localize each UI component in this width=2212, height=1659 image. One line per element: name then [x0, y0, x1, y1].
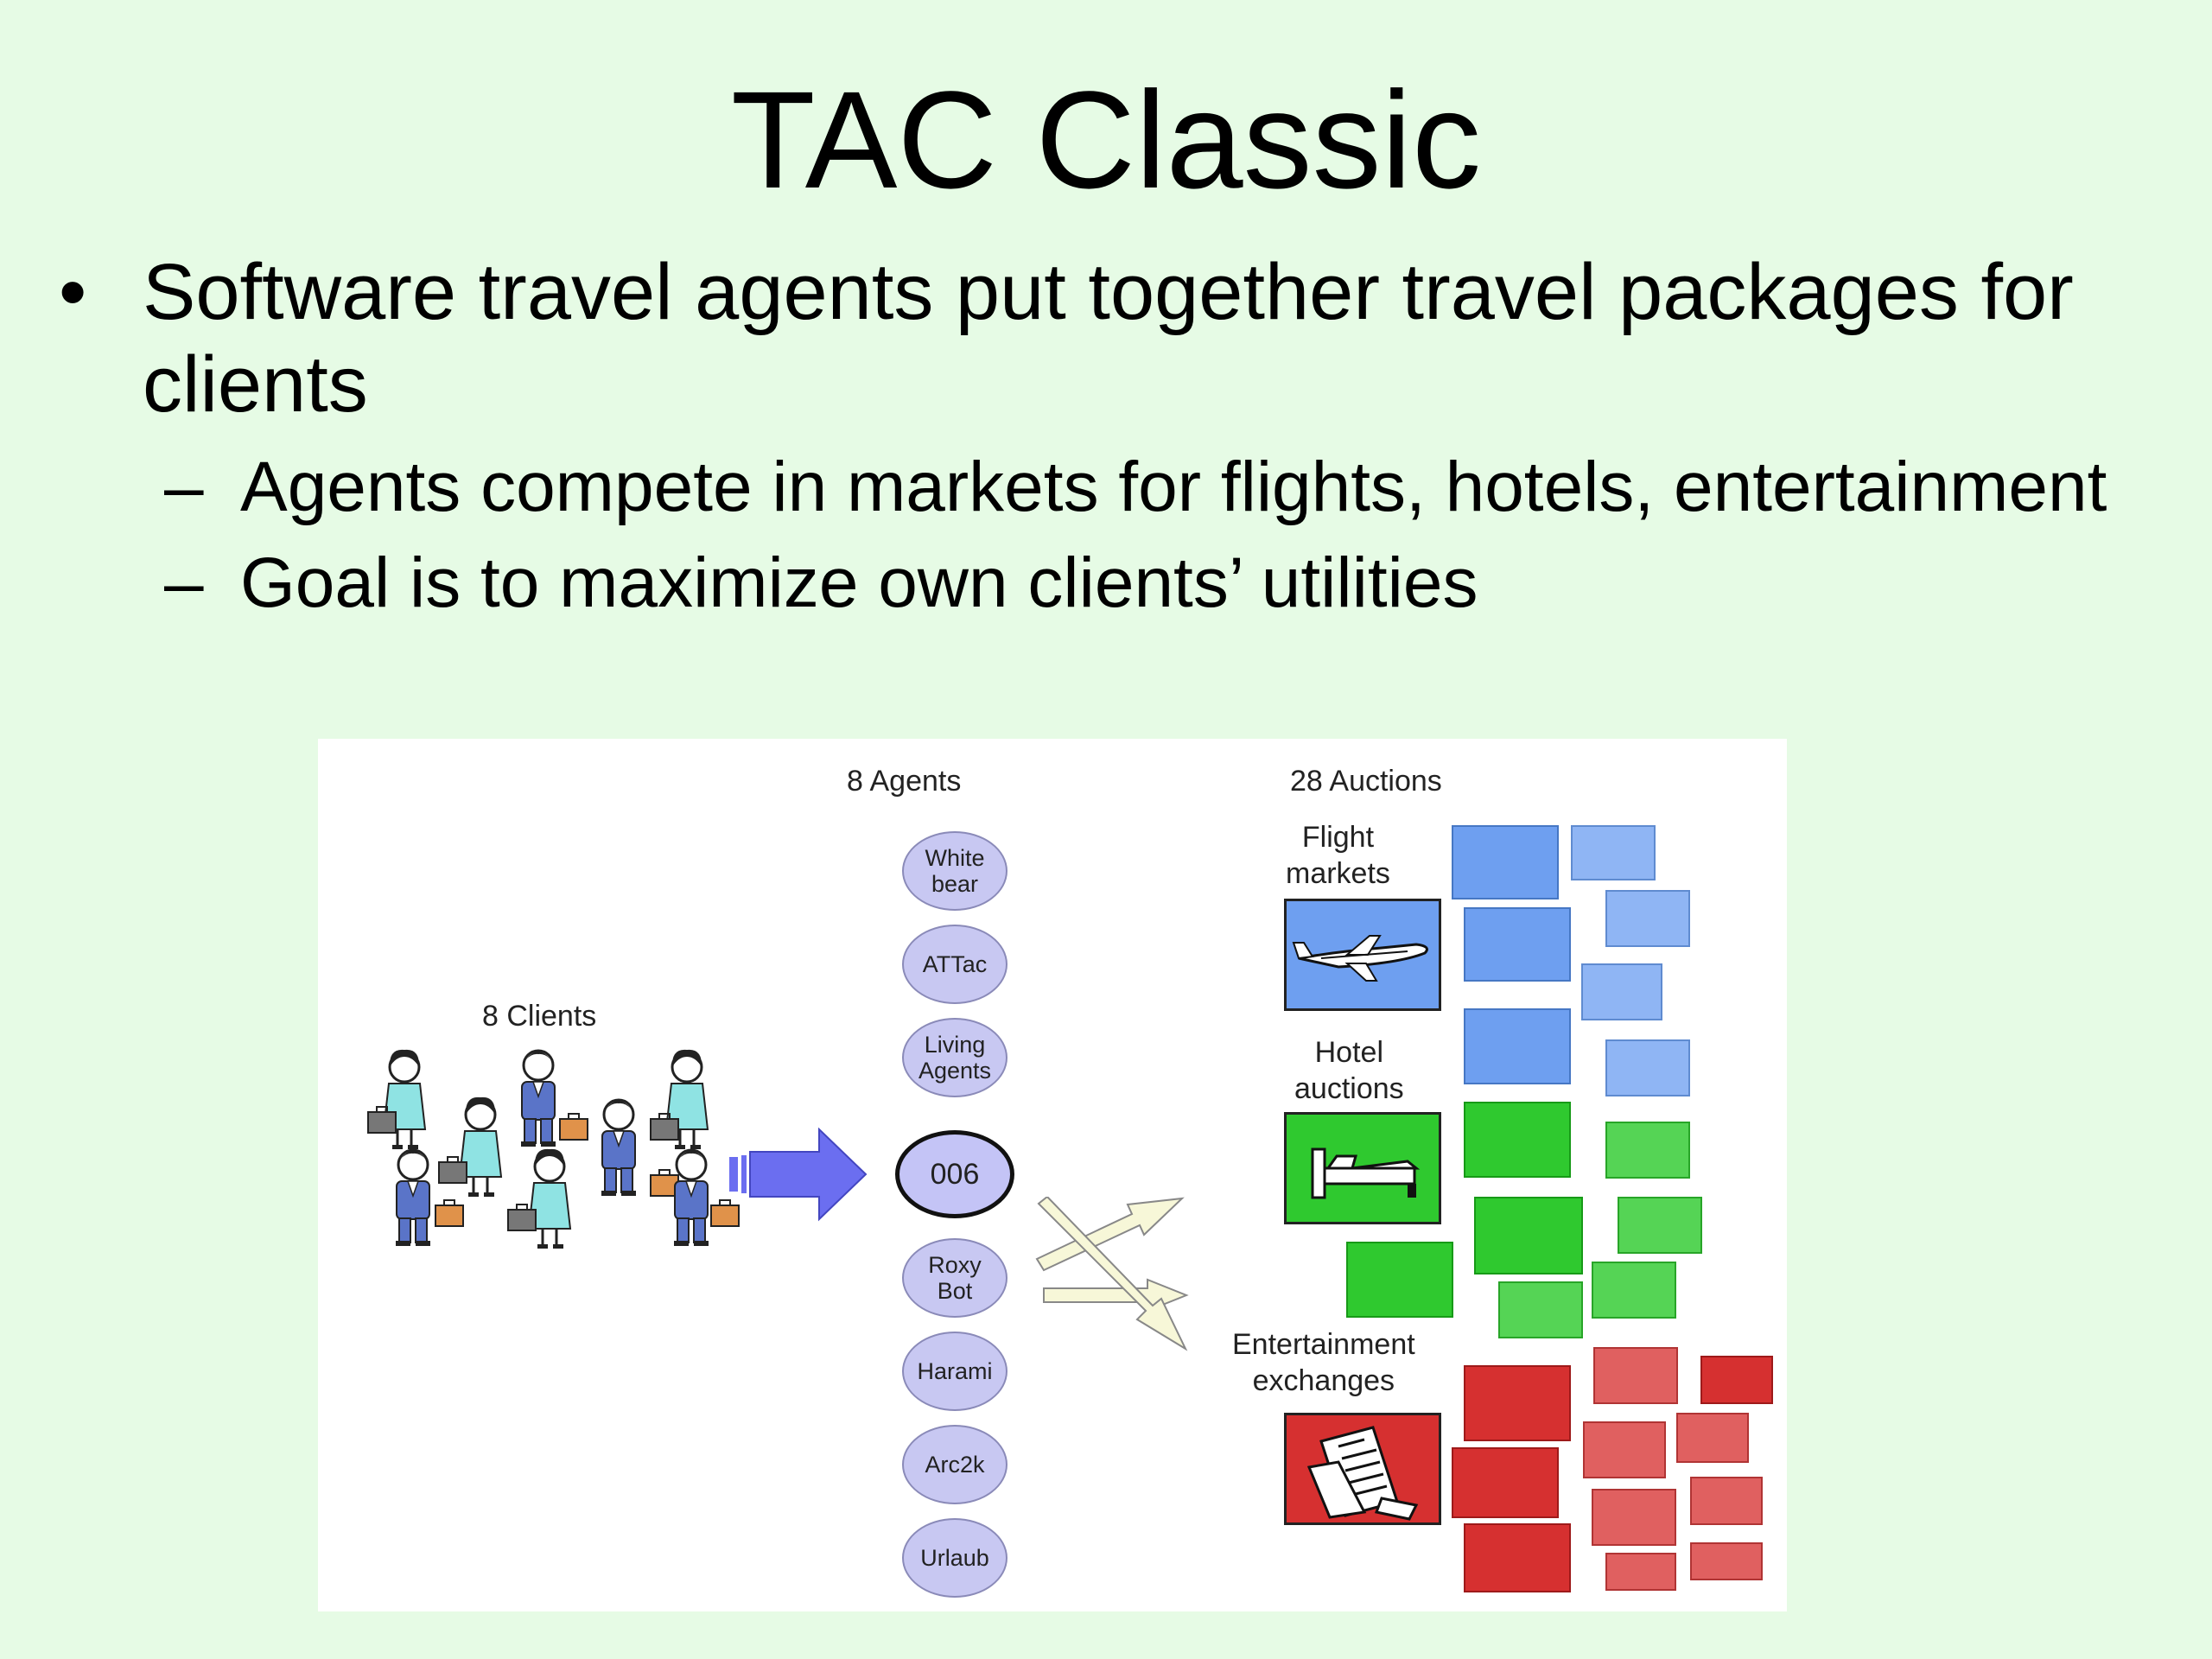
- market-label-line: Entertainment: [1232, 1328, 1415, 1361]
- entertainment-exchange-tile: [1700, 1356, 1773, 1404]
- entertainment-exchange-tile: [1676, 1413, 1749, 1463]
- agent-label: bear: [931, 871, 979, 897]
- flight-auction-tile: [1605, 890, 1690, 947]
- market-label-line: auctions: [1294, 1072, 1404, 1105]
- agent-label: Agents: [918, 1058, 992, 1084]
- sub-bullet-item: – Goal is to maximize own clients’ utili…: [52, 541, 2160, 625]
- tickets-icon: [1306, 1426, 1419, 1521]
- agent-label: Roxy: [928, 1252, 982, 1278]
- clients-label: 8 Clients: [482, 1000, 597, 1033]
- sub-bullet-marker: –: [164, 543, 204, 622]
- clients-group-icon: [367, 1048, 740, 1250]
- entertainment-exchange-tile: [1690, 1477, 1763, 1525]
- flight-tile: [1284, 899, 1441, 1011]
- flight-markets-label: Flight markets: [1286, 819, 1390, 892]
- bullet-text: Software travel agents put together trav…: [143, 248, 2074, 429]
- sub-bullet-item: – Agents compete in markets for flights,…: [52, 445, 2160, 529]
- hotel-tile: [1284, 1112, 1441, 1224]
- market-label-line: markets: [1286, 857, 1390, 890]
- flight-auction-tile: [1581, 963, 1662, 1020]
- sub-bullet-text: Goal is to maximize own clients’ utiliti…: [240, 543, 1478, 622]
- agent-label: 006: [930, 1158, 980, 1191]
- agent-label: Bot: [937, 1278, 973, 1304]
- entertainment-exchange-tile: [1592, 1489, 1676, 1546]
- bullet-marker: •: [59, 248, 87, 336]
- sub-bullet-text: Agents compete in markets for flights, h…: [240, 448, 2107, 526]
- bullet-item: • Software travel agents put together tr…: [52, 246, 2160, 431]
- entertainment-exchange-tile: [1464, 1365, 1571, 1441]
- entertainment-exchange-tile: [1583, 1421, 1666, 1478]
- arrow-to-flight-icon: [1035, 1197, 1185, 1272]
- flight-auction-tile: [1571, 825, 1656, 880]
- arrow-to-entertainment-icon: [1037, 1197, 1188, 1351]
- hotel-auctions-label: Hotel auctions: [1294, 1034, 1404, 1107]
- tac-diagram: 8 Agents 28 Auctions 8 Clients: [318, 739, 1787, 1611]
- airplane-icon: [1292, 935, 1428, 982]
- sub-bullet-marker: –: [164, 448, 204, 526]
- agent-label: Living: [924, 1032, 986, 1058]
- hotel-auction-tile: [1592, 1262, 1676, 1319]
- bullet-list: • Software travel agents put together tr…: [52, 246, 2160, 625]
- hotel-auction-tile: [1618, 1197, 1702, 1254]
- entertainment-exchanges-label: Entertainment exchanges: [1232, 1326, 1415, 1399]
- entertainment-exchange-tile: [1452, 1447, 1559, 1518]
- market-label-line: Hotel: [1314, 1036, 1383, 1069]
- flight-auction-tile: [1464, 1008, 1571, 1084]
- flight-auction-tile: [1452, 825, 1559, 899]
- entertainment-exchange-tile: [1593, 1347, 1678, 1404]
- agent-label: White: [925, 845, 985, 871]
- agent-label: ATTac: [922, 951, 988, 977]
- market-label-line: Flight: [1301, 821, 1375, 854]
- agent-label: Arc2k: [925, 1452, 985, 1478]
- entertainment-exchange-tile: [1605, 1553, 1676, 1591]
- bed-icon: [1311, 1147, 1421, 1199]
- agent-urlaub: Urlaub: [902, 1518, 1007, 1598]
- entertainment-tile: [1284, 1413, 1441, 1525]
- agent-006: 006: [895, 1130, 1014, 1218]
- flight-auction-tile: [1464, 907, 1571, 982]
- auctions-label: 28 Auctions: [1290, 765, 1442, 798]
- entertainment-exchange-tile: [1464, 1523, 1571, 1592]
- flight-auction-tile: [1605, 1039, 1690, 1096]
- agent-attac: ATTac: [902, 925, 1007, 1004]
- hotel-auction-tile: [1346, 1242, 1453, 1318]
- big-arrow-icon: [729, 1128, 868, 1222]
- hotel-auction-tile: [1474, 1197, 1583, 1274]
- agent-harami: Harami: [902, 1332, 1007, 1411]
- hotel-auction-tile: [1605, 1122, 1690, 1179]
- agent-label: Urlaub: [920, 1545, 989, 1571]
- hotel-auction-tile: [1464, 1102, 1571, 1178]
- agent-label: Harami: [917, 1358, 993, 1384]
- agent-arc2k: Arc2k: [902, 1425, 1007, 1504]
- agents-label: 8 Agents: [847, 765, 962, 798]
- slide-title: TAC Classic: [730, 62, 1482, 217]
- entertainment-exchange-tile: [1690, 1542, 1763, 1580]
- market-label-line: exchanges: [1252, 1364, 1395, 1397]
- hotel-auction-tile: [1498, 1281, 1583, 1338]
